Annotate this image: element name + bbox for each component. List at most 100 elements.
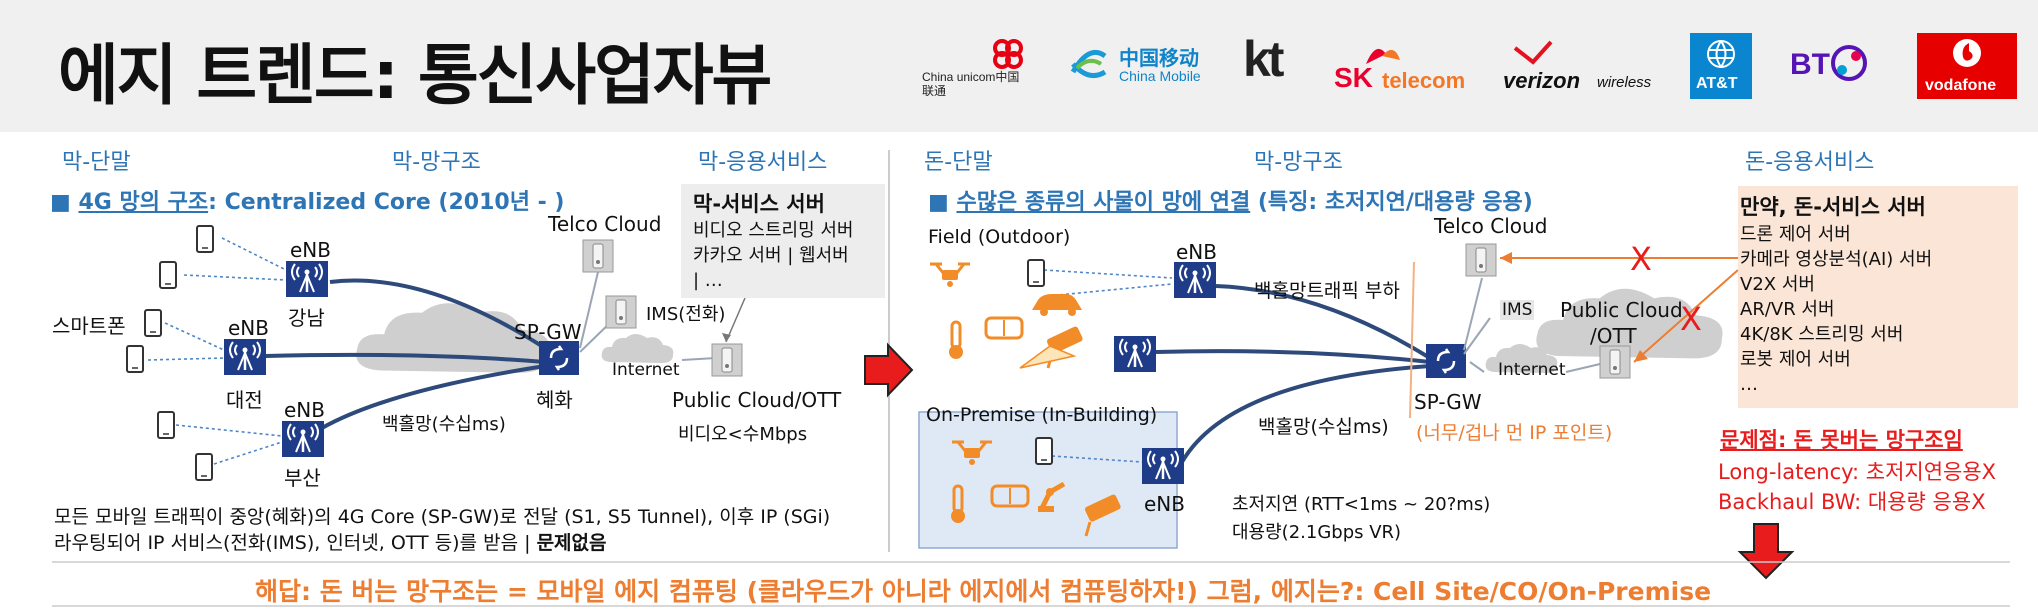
- red-arrow-right: [864, 342, 914, 398]
- left-col-device: 막-단말: [62, 150, 131, 175]
- public-cloud-server-icon: [711, 343, 743, 377]
- bandwidth-label: 대용량(2.1Gbps VR): [1232, 522, 1402, 543]
- left-col-network: 막-망구조: [392, 150, 481, 175]
- right-server-line: V2X 서버: [1740, 274, 1815, 295]
- att-text: AT&T: [1696, 75, 1738, 92]
- car-icon: [1032, 294, 1082, 316]
- left-description-line2: 라우팅되어 IP 서비스(전화(IMS), 인터넷, OTT 등)를 받음 | …: [54, 532, 607, 554]
- right-server-box: 만약, 돈-서비스 서버 드론 제어 서버 카메라 영상분석(AI) 서버 V2…: [1738, 186, 2018, 408]
- right-server-line: …: [1740, 374, 1758, 395]
- right-enb-tower-icon-field: [1172, 260, 1218, 300]
- bt-globe-icon: [1831, 45, 1867, 81]
- bt-text: BT: [1790, 48, 1830, 81]
- vodafone-logo: vodafone: [1917, 33, 2017, 99]
- city-label-busan: 부산: [284, 466, 321, 490]
- left-server-line: 카카오 서버 | 웹서버: [693, 245, 849, 266]
- right-backhaul-line-mid: [1155, 349, 1431, 364]
- problem-backhaul: Backhaul BW: 대용량 응용X: [1718, 490, 1986, 514]
- onprem-building-box: [918, 411, 1178, 549]
- sgw-label: SP-GW: [514, 320, 582, 344]
- camera-view-cone: [1019, 345, 1077, 369]
- left-server-line: 비디오 스트리밍 서버: [693, 220, 854, 241]
- kt-logo: kt: [1243, 31, 1285, 87]
- left-diagram: [126, 225, 746, 481]
- enb-label-daejeon: eNB: [228, 316, 269, 340]
- left-radio-links: [147, 237, 287, 465]
- public-cloud-label: Public Cloud/OTT: [672, 388, 842, 412]
- left-subtitle: ■ 4G 망의 구조: Centralized Core (2010년 - ): [50, 184, 564, 216]
- backhaul-line-daejeon: [264, 352, 546, 364]
- sk-telecom-text: telecom: [1382, 68, 1466, 93]
- phone-icon: [196, 225, 214, 253]
- link-to-public-cloud: [681, 357, 717, 361]
- right-radio-links: [1043, 269, 1173, 463]
- sk-telecom-logo: SK telecom: [1332, 40, 1472, 100]
- phone-icon: [144, 309, 162, 337]
- telco-cloud-label: Telco Cloud: [548, 212, 662, 236]
- right-public-cloud-label-1: Public Cloud: [1560, 298, 1683, 322]
- problem-title: 문제점: 돈 못버는 망구조임: [1720, 428, 1963, 452]
- sgw-router-icon: [537, 339, 581, 377]
- right-link-to-telco: [1463, 277, 1483, 351]
- verizon-logo: verizon wireless: [1503, 40, 1663, 100]
- enb-label-gangnam: eNB: [290, 238, 331, 262]
- china-mobile-logo: 中国移动 China Mobile: [1067, 42, 1207, 92]
- blocked-x-mark-telco: X: [1630, 240, 1652, 278]
- unicom-knot-icon: [993, 39, 1023, 69]
- left-col-service: 막-응용서비스: [698, 150, 828, 175]
- right-enb-tower-icon-onprem: [1140, 446, 1186, 486]
- enb-tower-icon-gangnam: [284, 259, 330, 299]
- verizon-wireless-text: wireless: [1597, 74, 1652, 91]
- right-server-line: 로봇 제어 서버: [1740, 349, 1851, 370]
- problem-latency: Long-latency: 초저지연응용X: [1718, 460, 1997, 484]
- left-subtitle-main: 4G 망의 구조: [78, 190, 209, 215]
- hyehwa-label: 혜화: [536, 388, 573, 412]
- thermometer-icon: [947, 320, 965, 361]
- vodafone-speechmark-icon: [1953, 39, 1981, 67]
- red-arrow-down: [1737, 523, 1795, 580]
- phone-icon: [126, 345, 144, 373]
- phone-icon: [159, 261, 177, 289]
- vr-headset-icon: [984, 316, 1024, 340]
- right-backhaul-line-field: [1215, 284, 1432, 360]
- orange-arrow-to-public: [1633, 269, 1739, 363]
- right-telco-cloud-label: Telco Cloud: [1434, 214, 1548, 238]
- right-server-line: 카메라 영상분석(AI) 서버: [1740, 249, 1933, 270]
- right-col-service: 돈-응용서비스: [1745, 150, 1875, 175]
- china-unicom-logo: China unicom中国联通: [922, 38, 1027, 98]
- china-mobile-cn: 中国移动: [1119, 48, 1199, 70]
- left-server-box-title: 막-서비스 서버: [693, 192, 825, 216]
- backhaul-load-label: 백홀망트래픽 부하: [1254, 280, 1400, 302]
- att-globe-icon: [1707, 40, 1735, 68]
- right-server-line: 드론 제어 서버: [1740, 224, 1851, 245]
- right-enb-label-field: eNB: [1176, 240, 1217, 264]
- enb-tower-icon-busan: [280, 419, 326, 459]
- page-title: 에지 트렌드: 통신사업자뷰: [58, 37, 772, 114]
- phone-icon: [157, 411, 175, 439]
- sk-text: SK: [1334, 62, 1373, 93]
- left-internet-cloud: [601, 334, 674, 363]
- latency-label: 초저지연 (RTT<1ms ~ 20?ms): [1232, 494, 1491, 515]
- right-diagram: [918, 243, 1739, 549]
- enb-tower-icon-daejeon: [222, 337, 268, 377]
- right-phone-icon: [1035, 437, 1053, 465]
- backhaul-line-busan: [321, 364, 546, 430]
- smartphone-label: 스마트폰: [52, 314, 126, 338]
- orange-link: [1409, 261, 1415, 419]
- enb-label-busan: eNB: [284, 398, 325, 422]
- right-col-network: 막-망구조: [1254, 150, 1343, 175]
- backhaul-line-gangnam: [329, 278, 562, 360]
- verizon-check-icon: [1513, 40, 1553, 65]
- ip-point-label: (너무/겁나 먼 IP 포인트): [1416, 422, 1613, 444]
- right-server-line: AR/VR 서버: [1740, 299, 1835, 320]
- att-logo: AT&T: [1690, 33, 1752, 99]
- video-bw-label: 비디오<수Mbps: [678, 424, 808, 445]
- solution-statement: 해답: 돈 버는 망구조는 = 모바일 에지 컴퓨팅 (클라우드가 아니라 에지…: [255, 577, 1712, 606]
- right-link-to-ims: [1463, 317, 1491, 355]
- right-link-to-public: [1565, 363, 1601, 373]
- right-public-cloud-label-2: /OTT: [1590, 324, 1637, 348]
- bt-logo: BT: [1790, 40, 1870, 90]
- internet-label: Internet: [612, 360, 680, 380]
- china-mobile-en: China Mobile: [1119, 68, 1201, 84]
